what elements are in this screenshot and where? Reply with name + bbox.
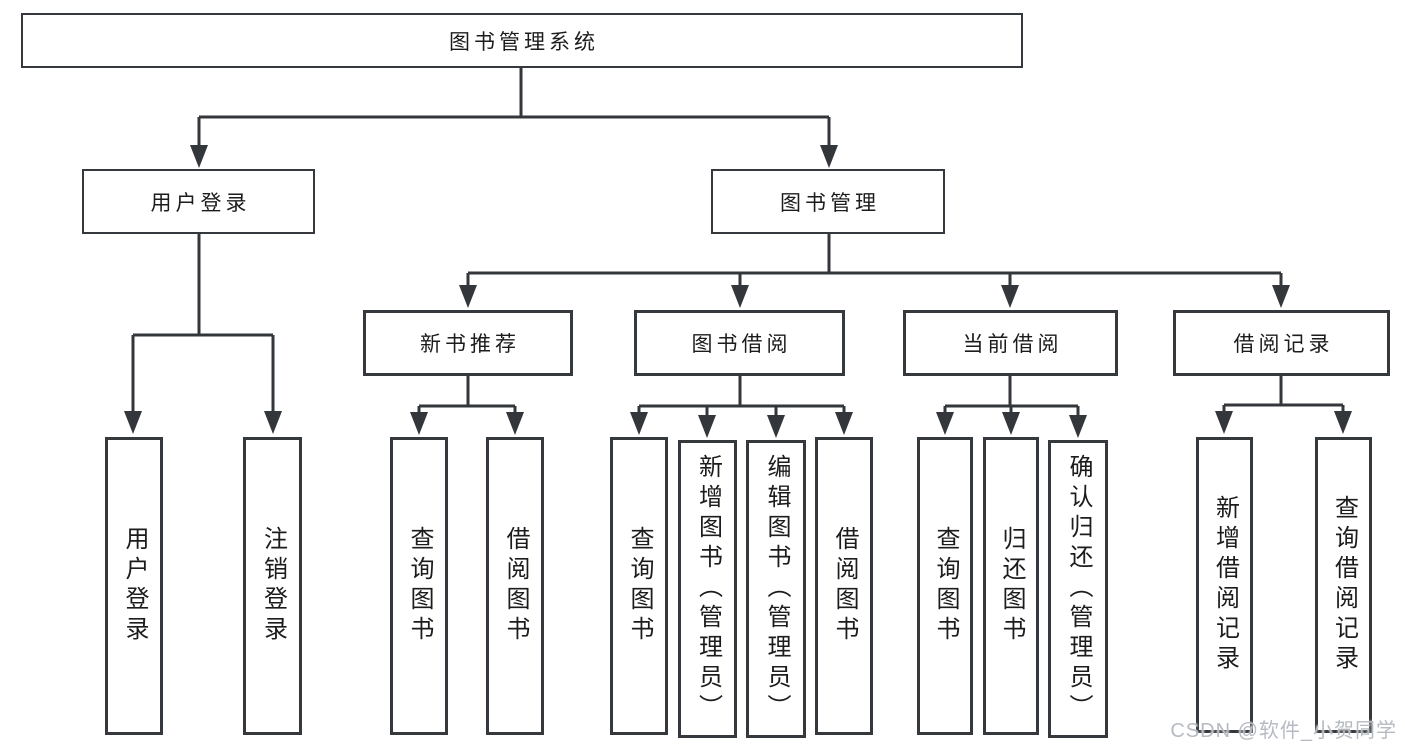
leaf-user-login: 用户登录 [105,437,163,735]
arrowhead-icon [698,415,716,438]
leaf-borrow-books-borrowing: 借阅图书 [815,437,873,735]
node-library-management-system: 图书管理系统 [21,13,1023,68]
arrowhead-icon [820,145,838,168]
arrowhead-icon [506,412,524,435]
leaf-confirm-return-admin: 确认归还（管理员） [1048,440,1108,738]
arrowheads [124,145,1352,438]
node-book-management: 图书管理 [711,169,945,234]
leaf-query-books-borrowing: 查询图书 [610,437,668,735]
arrowhead-icon [1001,285,1019,308]
arrowhead-icon [731,285,749,308]
arrowhead-icon [630,412,648,435]
leaf-query-books-current: 查询图书 [917,437,973,735]
arrowhead-icon [1334,411,1352,434]
leaf-query-borrow-record: 查询借阅记录 [1315,437,1372,733]
node-book-borrowing: 图书借阅 [634,310,845,376]
leaf-borrow-books-recommend: 借阅图书 [486,437,544,735]
arrowhead-icon [1069,415,1087,438]
leaf-logout: 注销登录 [243,437,302,735]
leaf-add-borrow-record: 新增借阅记录 [1196,437,1253,733]
leaf-edit-books-admin: 编辑图书（管理员） [746,440,806,738]
arrowhead-icon [1272,285,1290,308]
node-new-book-recommendation: 新书推荐 [363,310,573,376]
arrowhead-icon [936,412,954,435]
arrowhead-icon [1215,411,1233,434]
leaf-return-books: 归还图书 [983,437,1039,735]
connector-path [133,68,1343,408]
arrowhead-icon [1002,412,1020,435]
node-user-login: 用户登录 [82,169,315,234]
arrowhead-icon [835,412,853,435]
watermark-text: CSDN @软件_小贺同学 [1170,720,1397,742]
leaf-add-books-admin: 新增图书（管理员） [678,440,737,738]
node-current-borrowing: 当前借阅 [903,310,1118,376]
arrow-shafts [131,117,1345,422]
node-borrowing-records: 借阅记录 [1173,310,1390,376]
arrowhead-icon [410,412,428,435]
arrowhead-icon [459,285,477,308]
arrowhead-icon [264,411,282,434]
arrowhead-icon [190,145,208,168]
arrowhead-icon [124,411,142,434]
arrowhead-icon [767,415,785,438]
leaf-query-books-recommend: 查询图书 [390,437,448,735]
